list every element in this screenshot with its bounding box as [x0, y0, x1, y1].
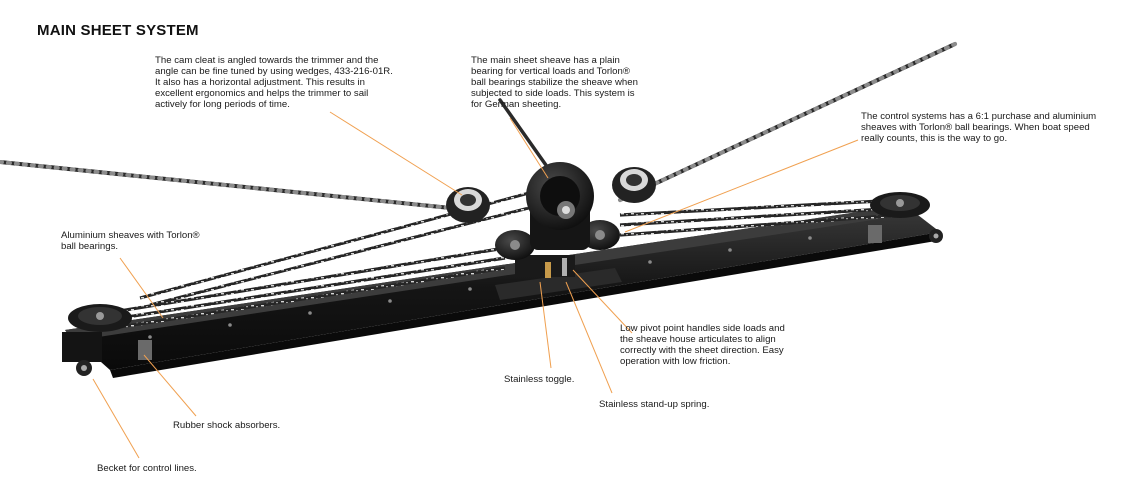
traveller-car — [495, 162, 622, 300]
stand-up-spring — [562, 258, 567, 276]
callout-rubber-absorbers: Rubber shock absorbers. — [173, 420, 281, 431]
leader-rubber-absorbers — [143, 354, 197, 417]
left-end-sheave-block — [62, 304, 152, 376]
callout-aluminium-sheaves: Aluminium sheaves with Torlon® ball bear… — [61, 230, 200, 252]
callout-low-pivot: Low pivot point handles side loads and t… — [620, 323, 785, 367]
leader-stainless-toggle — [539, 281, 552, 369]
cam-cleat-right — [612, 167, 656, 203]
leader-control-systems — [624, 139, 859, 233]
leader-low-pivot — [572, 269, 633, 334]
control-line-ropes — [94, 188, 901, 332]
stainless-toggle — [545, 262, 551, 278]
callout-stainless-toggle: Stainless toggle. — [504, 374, 575, 385]
leader-stainless-spring — [565, 281, 613, 394]
right-end-sheave-block — [868, 192, 943, 243]
callout-stainless-spring: Stainless stand-up spring. — [599, 399, 710, 410]
cam-cleat-left — [446, 187, 490, 223]
callout-main-sheave: The main sheet sheave has a plain bearin… — [471, 55, 638, 110]
callout-control-systems: The control systems has a 6:1 purchase a… — [861, 111, 1097, 144]
leader-cam-cleat — [329, 111, 463, 196]
callout-cam-cleat: The cam cleat is angled towards the trim… — [155, 55, 393, 110]
page-title: MAIN SHEET SYSTEM — [37, 22, 199, 39]
callout-leader-lines — [92, 111, 859, 459]
callout-becket: Becket for control lines. — [97, 463, 197, 474]
rubber-shock-absorber — [138, 340, 152, 360]
leader-main-sheave — [509, 117, 549, 179]
leader-becket — [92, 378, 140, 459]
leader-aluminium-sheaves — [119, 257, 164, 319]
